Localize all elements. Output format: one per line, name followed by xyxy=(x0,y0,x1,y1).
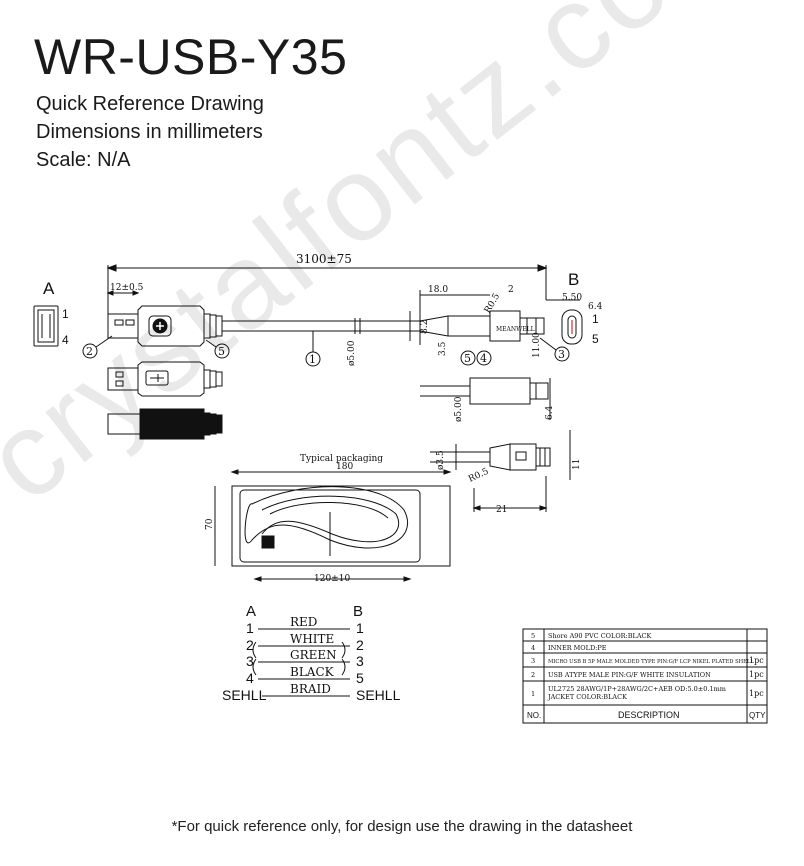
bom-row-5: 5 Shore A90 PVC COLOR:BLACK xyxy=(531,632,652,640)
bom-2-desc: USB ATYPE MALE PIN:G/F WHITE INSULATION xyxy=(548,671,711,679)
cable-diameter: ø5.00 xyxy=(347,340,357,366)
bom-2-no: 2 xyxy=(531,671,535,679)
usb-a-pin-1: 1 xyxy=(62,307,69,321)
balloon-5: 5 xyxy=(218,345,225,358)
wiring-diagram: A B 1 RED 1 2 WHITE 2 3 GREEN 3 4 BLACK … xyxy=(222,603,401,703)
wire-shield-a: SEHLL xyxy=(222,687,267,703)
bom-header-row: NO. DESCRIPTION QTY xyxy=(527,710,766,720)
balloon-3: 3 xyxy=(558,348,565,361)
micro-b-connector-mid: ø5.00 6.4 xyxy=(420,377,555,422)
wire-1-color: RED xyxy=(290,615,317,629)
wire-1-b: 1 xyxy=(356,620,364,636)
bom-3-qty: 1pc xyxy=(749,656,764,665)
wiring-end-b: B xyxy=(353,603,363,620)
bom-1-qty: 1pc xyxy=(749,689,764,698)
wire-3-b: 3 xyxy=(356,653,364,669)
usb-a-connector-top-view xyxy=(107,361,223,397)
bom-3-desc: MICRO USB B 5P MALE MOLDED TYPE PIN:G/F … xyxy=(548,659,754,665)
balloon-5b: 5 xyxy=(464,352,471,365)
a-head-dim: 12±0.5 xyxy=(110,283,144,293)
packaging-title: Typical packaging xyxy=(300,454,383,464)
wire-2-b: 2 xyxy=(356,637,364,653)
balloons-top: 2 5 1 xyxy=(82,335,321,367)
wire-4-color: BLACK xyxy=(290,665,335,679)
drawing-subtitle: Quick Reference Drawing xyxy=(36,93,264,115)
b-h2-dim: 3.5 xyxy=(438,341,448,356)
bom-table: 5 Shore A90 PVC COLOR:BLACK 4 INNER MOLD… xyxy=(522,628,768,724)
bom-5-desc: Shore A90 PVC COLOR:BLACK xyxy=(548,632,652,640)
wire-3-a: 3 xyxy=(246,653,254,669)
bom-2-qty: 1pc xyxy=(749,670,764,679)
b-tip-dim: 2 xyxy=(508,285,514,295)
wire-4-a: 4 xyxy=(246,670,254,686)
wire-4-b: 5 xyxy=(356,670,364,686)
b-h3-dim: 11.00 xyxy=(532,332,542,358)
bom-3-no: 3 xyxy=(531,657,535,665)
b-mold-dim: 18.0 xyxy=(428,285,448,295)
lower-len-dim: 21 xyxy=(496,505,507,515)
bom-1-no: 1 xyxy=(531,690,535,698)
bom-row-4: 4 INNER MOLD:PE xyxy=(531,644,607,652)
b-w1-dim: 5.50 xyxy=(562,293,582,303)
micro-pin-1: 1 xyxy=(592,312,599,326)
lower-h-dim: 11 xyxy=(572,459,582,470)
wiring-end-a: A xyxy=(246,603,256,620)
mold-text: MEANWELL xyxy=(496,326,535,333)
footer-note: *For quick reference only, for design us… xyxy=(171,818,633,835)
scale-note: Scale: N/A xyxy=(36,149,131,171)
bom-1-desc2: JACKET COLOR:BLACK xyxy=(547,693,627,701)
bom-row-1: 1 UL2725 28AWG/1P+28AWG/2C+AEB OD:5.0±0.… xyxy=(531,685,764,701)
cable: ø5.00 xyxy=(222,318,420,366)
wire-row-4: 4 BLACK 5 xyxy=(246,665,364,686)
packaging-coil: 120±10 xyxy=(314,574,350,584)
lower-r-dim: R0.5 xyxy=(467,467,491,485)
usb-a-connector-bottom-view xyxy=(107,408,223,440)
wire-3-color: GREEN xyxy=(290,648,337,662)
bom-header-desc: DESCRIPTION xyxy=(618,710,680,720)
cable-diameter-2: ø5.00 xyxy=(454,396,464,422)
balloon-2: 2 xyxy=(86,345,93,358)
wire-row-shield: SEHLL BRAID SEHLL xyxy=(222,682,401,703)
bom-1-desc: UL2725 28AWG/1P+28AWG/2C+AEB OD:5.0±0.1m… xyxy=(548,685,726,693)
micro-b-connector-lower: ø3.5 R0.5 11 21 xyxy=(430,430,582,515)
wire-shield-b: SEHLL xyxy=(356,687,401,703)
micro-b-end-view: 5.50 6.4 1 5 xyxy=(561,293,603,346)
lower-dia-dim: ø3.5 xyxy=(436,450,446,470)
length-dimension: 3100±75 xyxy=(106,252,548,318)
view-b-label: B xyxy=(568,270,579,289)
length-label: 3100±75 xyxy=(296,252,352,266)
page-title: WR-USB-Y35 xyxy=(34,29,348,85)
packaging-width: 180 xyxy=(336,462,353,472)
usb-a-pin-4: 4 xyxy=(62,333,69,347)
micro-pin-5: 5 xyxy=(592,332,599,346)
tip-height-dim: 6.4 xyxy=(545,405,555,420)
bom-header-qty: QTY xyxy=(749,711,766,720)
bom-row-3: 3 MICRO USB B 5P MALE MOLDED TYPE PIN:G/… xyxy=(531,656,764,665)
packaging-height: 70 xyxy=(205,518,215,530)
bom-4-desc: INNER MOLD:PE xyxy=(548,644,607,652)
balloon-4: 4 xyxy=(480,352,487,365)
units-note: Dimensions in millimeters xyxy=(36,121,263,143)
b-h1-dim: 8.2 xyxy=(420,320,430,334)
packaging-drawing: Typical packaging 180 70 120±10 xyxy=(205,454,452,584)
wire-shield-color: BRAID xyxy=(290,682,331,696)
usb-a-connector-top: 12±0.5 xyxy=(106,283,223,347)
bom-header-no: NO. xyxy=(527,711,541,720)
bom-5-no: 5 xyxy=(531,632,535,640)
b-w2-dim: 6.4 xyxy=(588,302,603,312)
wire-row-3: 3 GREEN 3 xyxy=(246,648,364,669)
wire-row-2: 2 WHITE 2 xyxy=(246,632,364,653)
view-a-label: A xyxy=(43,279,55,298)
wire-2-color: WHITE xyxy=(290,632,334,646)
bom-row-2: 2 USB ATYPE MALE PIN:G/F WHITE INSULATIO… xyxy=(531,670,764,679)
micro-b-connector-top: 18.0 MEANWELL R0.5 2 8.2 3.5 11.00 5 4 3 xyxy=(409,285,580,366)
usb-a-end-view: 1 4 xyxy=(33,305,69,347)
wire-2-a: 2 xyxy=(246,637,254,653)
wire-row-1: 1 RED 1 xyxy=(246,615,364,636)
bom-4-no: 4 xyxy=(531,644,535,652)
balloon-1: 1 xyxy=(309,353,316,366)
wire-1-a: 1 xyxy=(246,620,254,636)
